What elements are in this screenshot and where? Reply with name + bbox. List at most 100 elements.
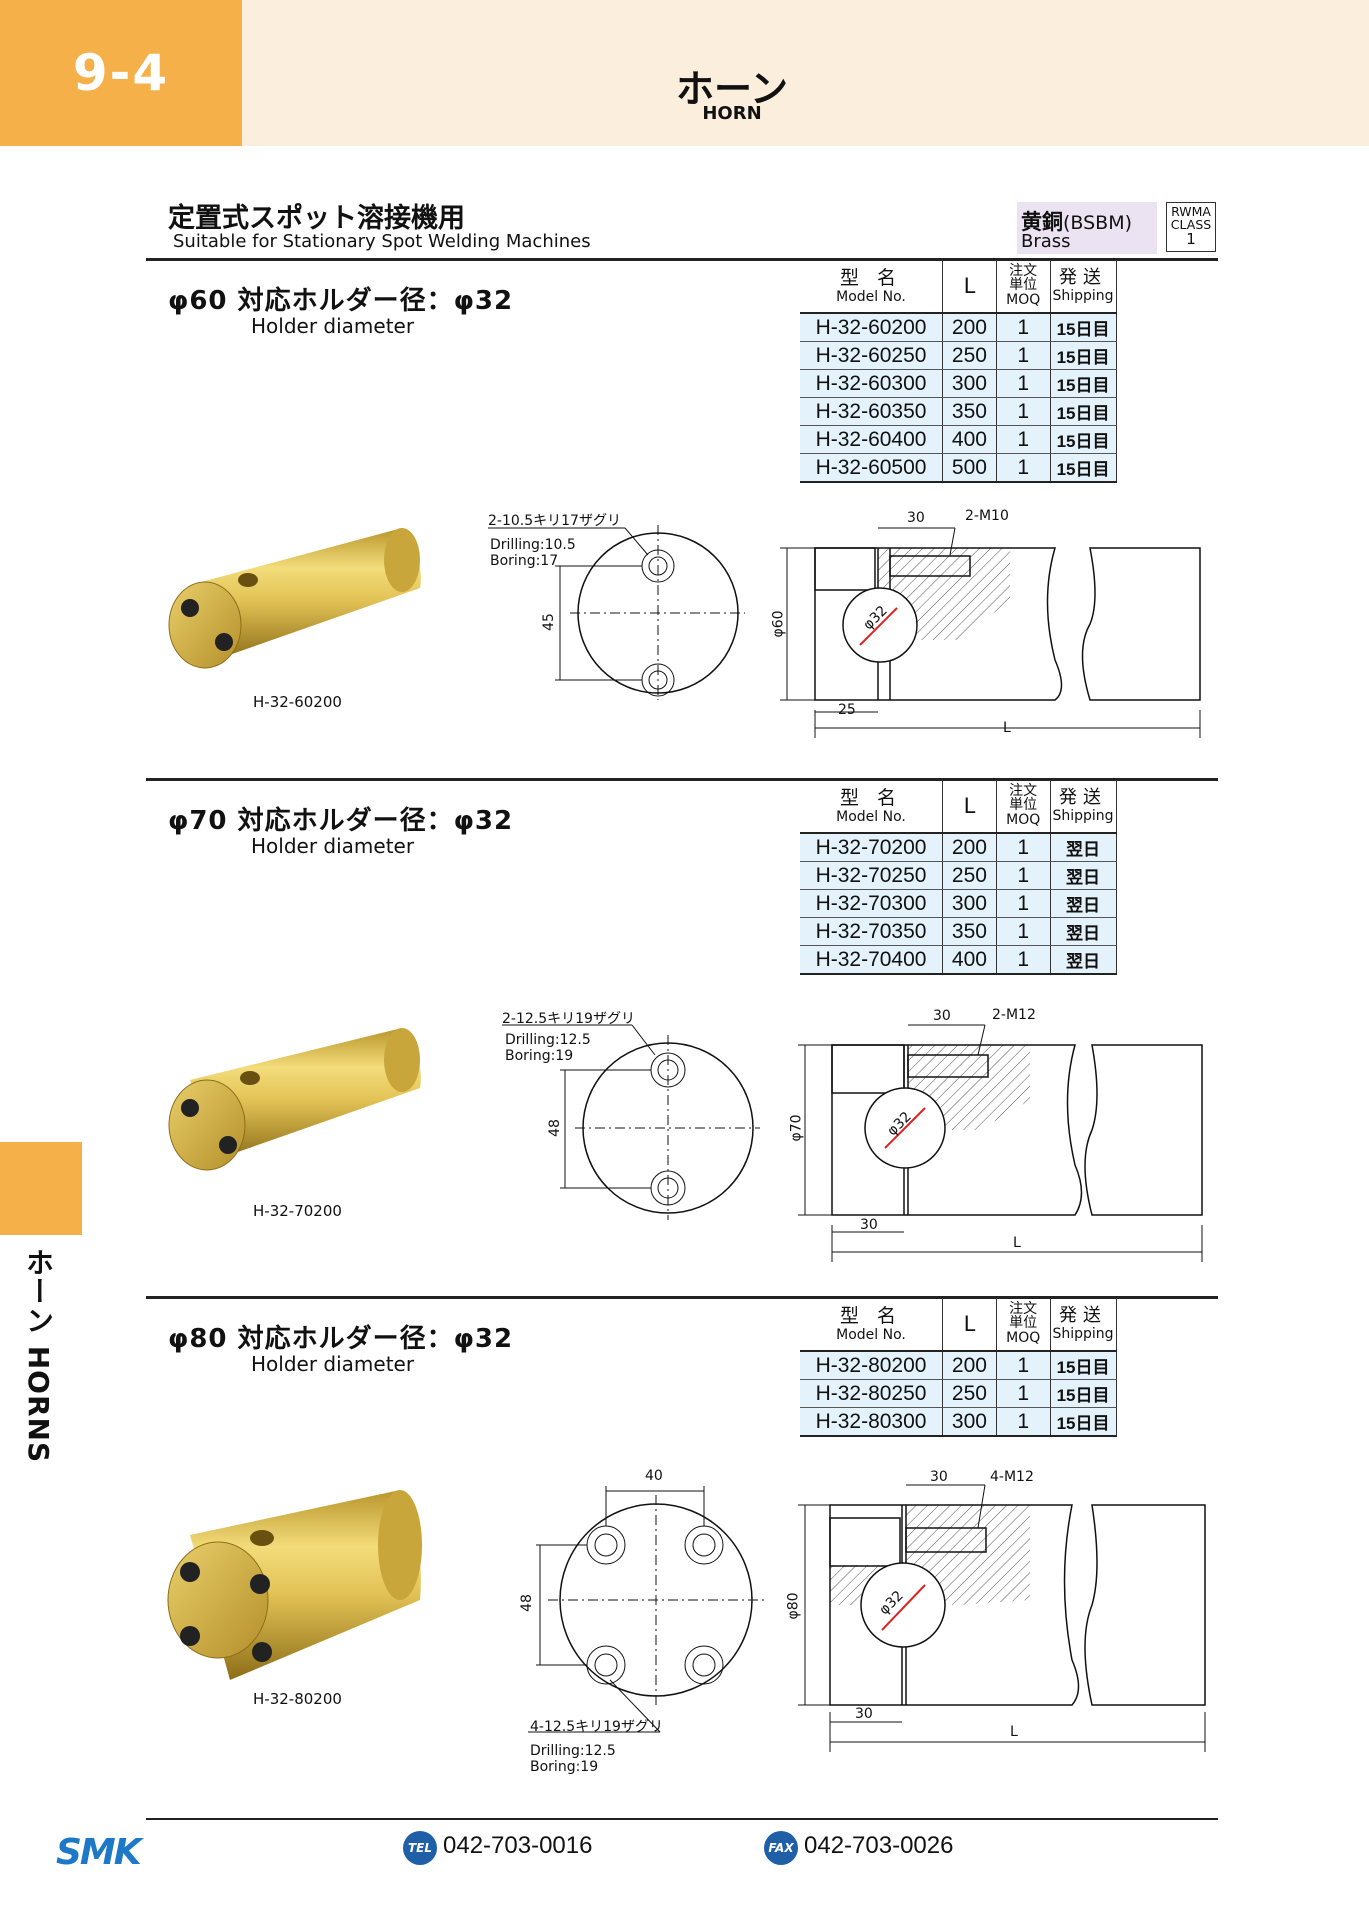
header-label: 発送 <box>1059 267 1108 288</box>
header-label: Model No. <box>836 1327 906 1343</box>
divider <box>146 778 1218 781</box>
model-cell: H-32-70300 <box>800 889 943 918</box>
shipping-cell: 翌日 <box>1049 917 1116 946</box>
shipping-cell: 15日目 <box>1049 1407 1116 1437</box>
header-label: 単位 <box>1009 1315 1038 1331</box>
blank-cell <box>1115 861 1218 890</box>
blank-cell <box>1115 889 1218 918</box>
header-label: MOQ <box>1006 292 1041 308</box>
shipping-cell: 15日目 <box>1049 341 1116 370</box>
intro-title: 定置式スポット溶接機用 <box>168 203 465 234</box>
material-en: Brass <box>1021 231 1071 252</box>
model-cell: H-32-60350 <box>800 397 943 426</box>
moq-cell: 1 <box>995 341 1051 370</box>
moq-cell: 1 <box>995 425 1051 454</box>
moq-cell: 1 <box>995 945 1051 975</box>
header-label: Model No. <box>836 809 906 825</box>
length-cell: 400 <box>942 425 997 454</box>
model-cell: H-32-60250 <box>800 341 943 370</box>
thread-note: 2-M10 <box>965 508 1009 524</box>
dim-30: 30 <box>930 1469 948 1485</box>
intro-subtitle: Suitable for Stationary Spot Welding Mac… <box>173 231 591 252</box>
hole-note: 2-10.5キリ17ザグリ <box>488 513 621 529</box>
fax-icon: FAX <box>764 1831 798 1865</box>
header-label: 発送 <box>1059 1305 1108 1326</box>
model-cell: H-32-70400 <box>800 945 943 975</box>
length-cell: 200 <box>942 833 997 862</box>
col-blank <box>1115 780 1218 833</box>
dim-30: 30 <box>933 1008 951 1024</box>
side-view-drawing <box>798 1484 1206 1752</box>
blank-cell <box>1115 1407 1218 1436</box>
pitch-h-dim: 40 <box>645 1468 663 1484</box>
blank-cell <box>1115 1351 1218 1380</box>
section-subtitle: Holder diameter <box>251 314 415 338</box>
header-label: Shipping <box>1052 288 1114 304</box>
length-cell: 500 <box>942 453 997 483</box>
length-cell: 200 <box>942 1351 997 1380</box>
header-label: MOQ <box>1006 1330 1041 1346</box>
dim-30: 30 <box>907 510 925 526</box>
end-view-drawing <box>488 525 745 700</box>
col-length: L <box>942 780 997 834</box>
side-view-drawing <box>798 1024 1203 1262</box>
outer-dia-dim: φ60 <box>770 610 787 638</box>
blank-cell <box>1115 313 1218 342</box>
shipping-cell: 15日目 <box>1049 453 1116 483</box>
section-title: φ70 対応ホルダー径：φ32 <box>168 806 514 836</box>
boring-label: Boring:19 <box>530 1759 599 1775</box>
shipping-cell: 15日目 <box>1049 397 1116 426</box>
moq-cell: 1 <box>995 861 1051 890</box>
length-cell: 300 <box>942 889 997 918</box>
hole-note: 4-12.5キリ19ザグリ <box>530 1719 663 1735</box>
col-length: L <box>942 1298 997 1352</box>
header-label: 型名 <box>840 1305 915 1327</box>
model-cell: H-32-80300 <box>800 1407 943 1437</box>
length-cell: 400 <box>942 945 997 975</box>
moq-cell: 1 <box>995 313 1051 342</box>
product-photo <box>168 1028 421 1171</box>
blank-cell <box>1115 341 1218 370</box>
shipping-cell: 15日目 <box>1049 1379 1116 1408</box>
header-label: MOQ <box>1006 812 1041 828</box>
header-label: Model No. <box>836 289 906 305</box>
section-title: φ80 対応ホルダー径：φ32 <box>168 1324 514 1354</box>
length-dim: L <box>1003 720 1011 736</box>
blank-cell <box>1115 369 1218 398</box>
side-tab-label: ホーン HORNS <box>22 1248 55 1464</box>
boring-label: Boring:19 <box>505 1048 574 1064</box>
pitch-dim: 48 <box>518 1594 535 1612</box>
page-title: ホーン <box>675 67 789 111</box>
photo-caption: H-32-80200 <box>253 1690 342 1708</box>
blank-cell <box>1115 1379 1218 1408</box>
moq-cell: 1 <box>995 917 1051 946</box>
shipping-cell: 翌日 <box>1049 861 1116 890</box>
moq-cell: 1 <box>995 1407 1051 1437</box>
col-length: L <box>942 260 997 314</box>
blank-cell <box>1115 917 1218 946</box>
length-cell: 200 <box>942 313 997 342</box>
section-subtitle: Holder diameter <box>251 1352 415 1376</box>
shipping-cell: 15日目 <box>1049 369 1116 398</box>
moq-cell: 1 <box>995 1351 1051 1380</box>
model-cell: H-32-60400 <box>800 425 943 454</box>
shipping-cell: 翌日 <box>1049 945 1116 975</box>
shipping-cell: 15日目 <box>1049 313 1116 342</box>
tel-number: 042-703-0016 <box>443 1832 593 1859</box>
col-blank <box>1115 1298 1218 1351</box>
model-cell: H-32-80200 <box>800 1351 943 1380</box>
